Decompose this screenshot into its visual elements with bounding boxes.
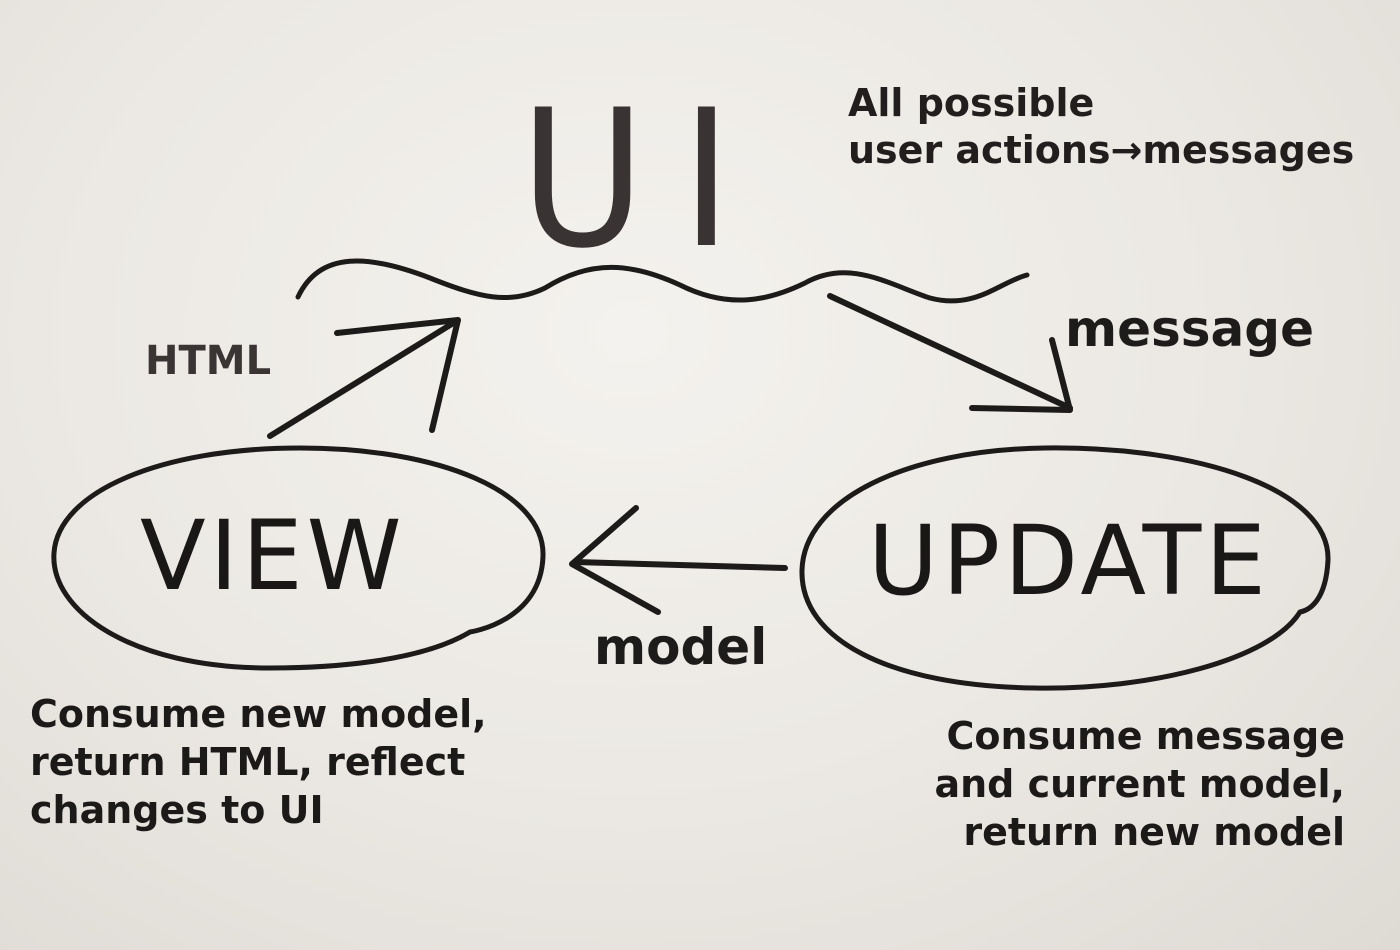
ui-boundary-wave <box>295 258 1030 304</box>
html-arrow-head <box>334 317 461 433</box>
message-arrow-head <box>969 337 1073 413</box>
model-arrow <box>572 559 788 571</box>
update-title: UPDATE <box>868 505 1270 617</box>
model-label: model <box>594 618 768 676</box>
view-title: VIEW <box>140 500 406 612</box>
update-description: Consume message and current model, retur… <box>934 714 1345 854</box>
html-label: HTML <box>145 338 272 384</box>
update-ellipse <box>799 445 1331 691</box>
ui-title: UI <box>520 69 768 290</box>
ui-note: All possible user actions→messages <box>848 81 1355 172</box>
view-description: Consume new model, return HTML, reflect … <box>30 692 487 832</box>
message-label: message <box>1065 300 1314 358</box>
message-arrow <box>827 293 1073 411</box>
html-arrow <box>267 319 458 439</box>
view-ellipse <box>51 445 546 671</box>
model-arrow-head <box>569 505 661 615</box>
